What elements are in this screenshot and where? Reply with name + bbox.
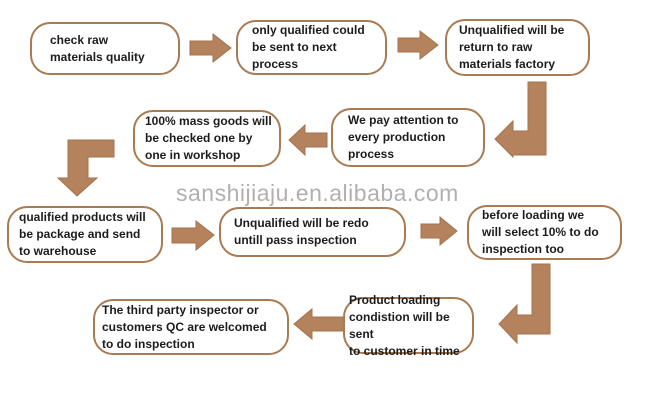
flow-node-unqualified-return: Unqualified will be return to raw materi… [445, 19, 590, 76]
arrow-right-icon [171, 219, 215, 252]
arrow-bent-down-left-icon [494, 81, 547, 159]
flow-node-label: Unqualified will be return to raw materi… [459, 23, 565, 71]
flow-node-label: 100% mass goods will be checked one by o… [145, 114, 272, 162]
flow-node-check-raw: check raw materials quality [30, 22, 180, 75]
arrow-left-icon [293, 307, 345, 341]
flow-node-label: qualified products will be package and s… [19, 210, 146, 258]
arrow-left-icon [288, 123, 328, 157]
flow-node-label: only qualified could be sent to next pro… [252, 23, 365, 71]
arrow-bent-left-down-icon [56, 139, 115, 197]
arrow-right-icon [420, 215, 458, 247]
flow-node-only-qualified: only qualified could be sent to next pro… [236, 20, 387, 75]
flow-node-label: We pay attention to every production pro… [348, 113, 459, 161]
flow-node-third-party: The third party inspector or customers Q… [93, 299, 289, 355]
flow-node-mass-goods-checked: 100% mass goods will be checked one by o… [133, 110, 281, 167]
flow-node-label: The third party inspector or customers Q… [102, 302, 267, 351]
flow-node-before-loading: before loading we will select 10% to do … [467, 205, 622, 260]
arrow-bent-down-left-icon [498, 263, 551, 345]
flow-node-label: Product loading condistion will be sent … [349, 292, 460, 358]
flow-node-qualified-packaged: qualified products will be package and s… [7, 206, 163, 263]
flow-node-unqualified-redo: Unqualified will be redo untill pass ins… [219, 207, 406, 257]
flow-node-label: check raw materials quality [50, 32, 145, 64]
arrow-right-icon [397, 29, 439, 61]
flow-node-pay-attention: We pay attention to every production pro… [331, 108, 485, 167]
flow-node-label: Unqualified will be redo untill pass ins… [234, 216, 369, 247]
arrow-right-icon [189, 32, 232, 64]
flow-node-label: before loading we will select 10% to do … [482, 208, 599, 256]
flow-node-product-loading: Product loading condistion will be sent … [343, 293, 474, 358]
